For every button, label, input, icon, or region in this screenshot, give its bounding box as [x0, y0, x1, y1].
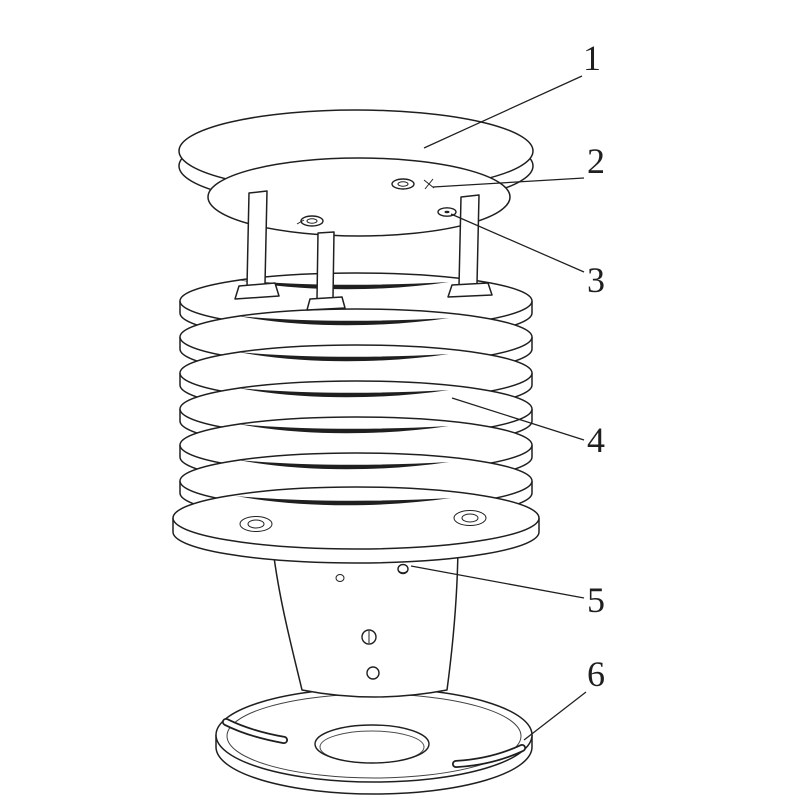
shield-tab-right [453, 510, 487, 526]
callout-6: 6 [523, 654, 605, 741]
louver-stack [172, 272, 540, 564]
leader-line-5 [410, 565, 585, 599]
base-slot-right [452, 744, 526, 768]
leader-line-2 [432, 177, 585, 188]
callouts: 1 2 3 4 5 6 [410, 38, 605, 741]
pillar-middle [306, 231, 346, 311]
callout-label-3: 3 [587, 260, 605, 300]
callout-label-2: 2 [587, 141, 605, 181]
pillar-left [234, 190, 280, 300]
shield-bottom-plate [172, 486, 540, 564]
top-cap [178, 109, 534, 311]
callout-label-6: 6 [587, 654, 605, 694]
callout-2: 2 [432, 141, 605, 188]
leader-line-3 [450, 213, 585, 273]
callout-label-1: 1 [583, 38, 601, 78]
base-slot-left [222, 718, 288, 744]
callout-label-5: 5 [587, 580, 605, 620]
leader-line-1 [423, 75, 583, 149]
callout-5: 5 [410, 565, 605, 620]
cap-screw-left [296, 215, 324, 227]
leader-line-4 [451, 397, 585, 441]
base-plate [215, 687, 533, 795]
pillar-right [447, 194, 493, 298]
base-center-hole [314, 724, 430, 764]
callout-3: 3 [450, 213, 605, 300]
cap-hole-right [437, 207, 457, 217]
cone-screw [361, 629, 377, 645]
cap-screw-top [391, 178, 435, 190]
leader-line-6 [523, 691, 587, 741]
callout-1: 1 [423, 38, 601, 149]
cap-underside-plate [207, 157, 511, 237]
callout-label-4: 4 [587, 420, 605, 460]
shield-tab-left [239, 516, 273, 532]
cone-lower-hole [366, 666, 380, 680]
callout-4: 4 [451, 397, 605, 460]
